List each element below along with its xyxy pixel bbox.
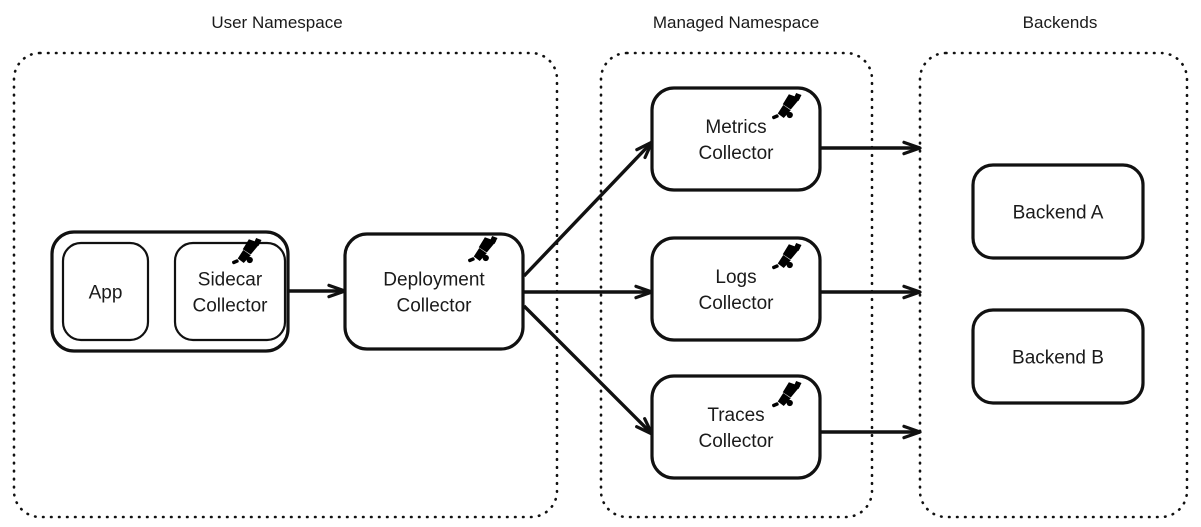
node-box-backend-a — [971, 163, 1145, 260]
node-box-sidecar-collector — [173, 241, 287, 342]
namespace-boundary-backends — [918, 51, 1189, 519]
node-backend-b[interactable]: Backend B — [971, 308, 1145, 405]
nodes: AppSidecarCollectorDeploymentCollectorMe… — [61, 86, 1145, 480]
node-app[interactable]: App — [61, 241, 150, 342]
node-label-app: App — [89, 283, 123, 304]
arrowhead-traces-to-backends — [902, 424, 922, 440]
namespace-groups — [12, 51, 1189, 519]
node-label-metrics-collector: Collector — [699, 143, 775, 164]
node-label-backend-a: Backend A — [1013, 203, 1104, 224]
edge-deployment-to-traces — [522, 304, 654, 436]
arrowhead-logs-to-backends — [902, 284, 922, 300]
node-label-backend-b: Backend B — [1012, 348, 1104, 369]
namespace-boundary-managed-namespace — [599, 51, 874, 519]
node-box-app — [61, 241, 150, 342]
node-box-deployment-collector — [343, 232, 525, 351]
arrowhead-metrics-to-backends — [902, 140, 922, 156]
node-label-sidecar-collector: Sidecar — [198, 270, 263, 291]
group-title-user-namespace: User Namespace — [211, 13, 342, 32]
group-title-backends: Backends — [1023, 13, 1098, 32]
node-label-metrics-collector: Metrics — [705, 117, 766, 138]
node-label-sidecar-collector: Collector — [193, 296, 269, 317]
group-titles: User Namespace Managed Namespace Backends — [211, 13, 1097, 32]
edges — [148, 140, 922, 440]
edge-deployment-to-metrics — [522, 140, 654, 278]
node-label-deployment-collector: Collector — [397, 296, 473, 317]
node-box-backend-b — [971, 308, 1145, 405]
node-label-logs-collector: Logs — [715, 267, 756, 288]
group-title-managed-namespace: Managed Namespace — [653, 13, 819, 32]
node-label-deployment-collector: Deployment — [383, 270, 485, 291]
node-label-traces-collector: Collector — [699, 431, 775, 452]
node-label-traces-collector: Traces — [707, 405, 764, 426]
namespace-boundary-user-namespace — [12, 51, 559, 519]
node-backend-a[interactable]: Backend A — [971, 163, 1145, 260]
node-label-logs-collector: Collector — [699, 293, 775, 314]
